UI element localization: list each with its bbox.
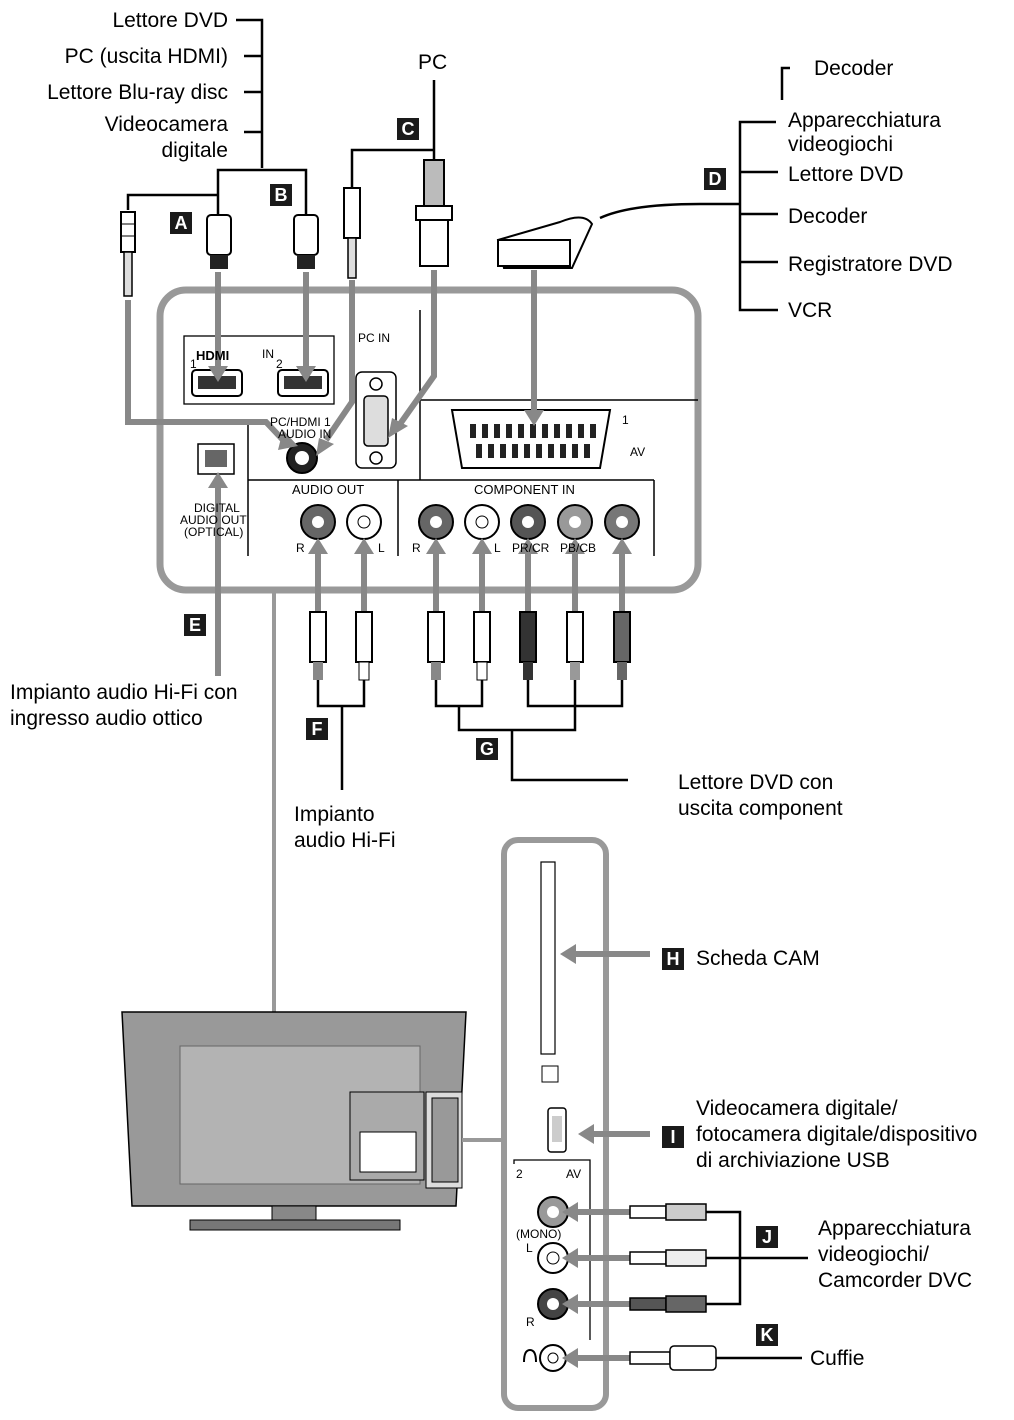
badge-k: K	[756, 1324, 778, 1346]
label-registratore: Registratore DVD	[788, 253, 953, 276]
label-giochi-2: videogiochi/	[818, 1243, 929, 1266]
hdmi-in-label: IN	[262, 347, 274, 361]
pb-label: PB/CB	[560, 541, 596, 555]
label-giochi-1: Apparecchiatura	[818, 1217, 971, 1240]
hdmi-2-label: 2	[276, 357, 283, 371]
rear-panel-frame	[156, 286, 702, 594]
label-decoder-2: Decoder	[788, 205, 868, 228]
badge-b: B	[270, 184, 292, 206]
label-cuffie: Cuffie	[810, 1347, 865, 1370]
audio-out-label: AUDIO OUT	[292, 482, 364, 497]
scart-av-label: AV	[630, 445, 645, 459]
label-bluray: Lettore Blu-ray disc	[47, 81, 228, 104]
label-hifi-2: audio Hi-Fi	[294, 829, 396, 852]
label-scheda-cam: Scheda CAM	[696, 947, 820, 970]
label-pc-hdmi: PC (uscita HDMI)	[64, 45, 228, 68]
label-usb-3: di archiviazione USB	[696, 1149, 890, 1172]
label-hifi-1: Impianto	[294, 803, 375, 826]
label-decoder-top: Decoder	[814, 57, 894, 80]
source-brackets	[126, 18, 790, 312]
hdmi-port-box	[183, 335, 335, 405]
label-usb-1: Videocamera digitale/	[696, 1097, 898, 1120]
badge-g: G	[476, 738, 498, 760]
audio-out-r-label: R	[296, 541, 305, 555]
badge-j: J	[756, 1226, 778, 1248]
component-in-jacks	[418, 504, 640, 540]
badge-e: E	[184, 614, 206, 636]
scart-num-label: 1	[622, 413, 629, 427]
side-r-label: R	[526, 1315, 535, 1329]
badge-i: I	[662, 1126, 684, 1148]
rca-plugs	[309, 611, 631, 681]
label-usb-2: fotocamera digitale/dispositivo	[696, 1123, 978, 1146]
hdmi-logo: HDMI	[196, 348, 229, 363]
scart-plug	[496, 216, 594, 269]
pc-hdmi-audio-label-1: PC/HDMI 1	[270, 415, 331, 429]
digital-label-2: AUDIO OUT	[180, 513, 247, 527]
component-r-label: R	[412, 541, 421, 555]
hdmi-plug-1	[206, 214, 232, 269]
label-videocamera-2: digitale	[161, 139, 228, 162]
label-hifi-ottico-1: Impianto audio Hi-Fi con	[10, 681, 238, 704]
cam-slot	[540, 861, 556, 1055]
av2-num-label: 2	[516, 1167, 523, 1181]
component-l-label: L	[494, 541, 501, 555]
audio-out-l-label: L	[378, 541, 385, 555]
pc-hdmi-audio-label-2: AUDIO IN	[278, 427, 331, 441]
badge-a: A	[170, 212, 192, 234]
cable-arrows-top	[125, 270, 537, 443]
label-giochi-3: Camcorder DVC	[818, 1269, 973, 1292]
label-vcr: VCR	[788, 299, 833, 322]
component-in-label: COMPONENT IN	[474, 482, 575, 497]
hdmi-plug-2	[293, 214, 319, 269]
audio-out-jacks	[300, 504, 382, 540]
av2-label: AV	[566, 1167, 581, 1181]
pc-in-label: PC IN	[358, 331, 390, 345]
side-l-label: L	[526, 1241, 533, 1255]
badge-c: C	[397, 118, 419, 140]
vga-plug	[415, 159, 453, 267]
label-apparecchiatura-2: videogiochi	[788, 133, 894, 156]
label-lettore-dvd-1: Lettore DVD	[112, 9, 228, 32]
badge-d: D	[704, 168, 726, 190]
label-hifi-ottico-2: ingresso audio ottico	[10, 707, 203, 730]
label-pc: PC	[418, 51, 448, 74]
label-dvd-component-1: Lettore DVD con	[678, 771, 834, 794]
label-lettore-dvd-2: Lettore DVD	[788, 163, 904, 186]
label-dvd-component-2: uscita component	[678, 797, 843, 820]
pr-label: PR/CR	[512, 541, 550, 555]
minijack-plug-a	[120, 211, 136, 297]
label-videocamera-1: Videocamera	[104, 113, 228, 136]
badge-h: H	[662, 948, 684, 970]
digital-label-1: DIGITAL	[194, 501, 240, 515]
side-panel-frame	[501, 837, 609, 1411]
minijack-plug-c	[343, 187, 361, 279]
mono-label: (MONO)	[516, 1227, 561, 1241]
hdmi-1-label: 1	[190, 357, 197, 371]
badge-f: F	[306, 718, 328, 740]
label-apparecchiatura-1: Apparecchiatura	[788, 109, 941, 132]
digital-label-3: (OPTICAL)	[184, 525, 243, 539]
tv-set	[121, 1011, 504, 1231]
